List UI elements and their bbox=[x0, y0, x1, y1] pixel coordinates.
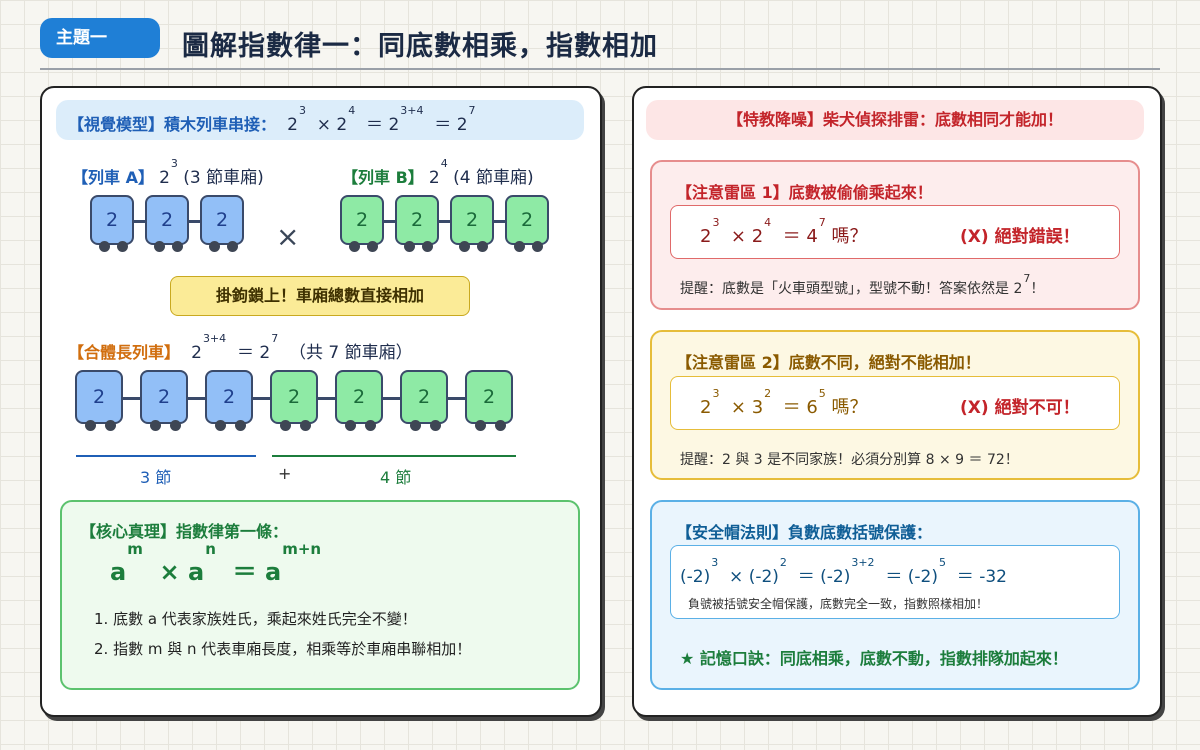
wheel-icon bbox=[104, 420, 116, 431]
car-coupler bbox=[134, 220, 145, 223]
visual-model-banner bbox=[56, 100, 584, 140]
wheel-icon bbox=[172, 241, 184, 252]
wheel-icon bbox=[513, 241, 525, 252]
topic-tag: 主題一 bbox=[40, 18, 160, 58]
trap-1-title: 【注意雷區 1】底數被偷偷乘起來！ bbox=[676, 183, 933, 202]
wheel-icon bbox=[494, 420, 506, 431]
car-coupler bbox=[188, 397, 205, 400]
train-car: 2 bbox=[465, 370, 513, 424]
car-coupler bbox=[383, 397, 400, 400]
train-car: 2 bbox=[145, 195, 189, 245]
wheel-icon bbox=[532, 241, 544, 252]
wheel-icon bbox=[234, 420, 246, 431]
mnemonic: ★ 記憶口訣：同底相乘，底數不動，指數排隊加起來！ bbox=[680, 649, 1068, 668]
trap-1-tip: 提醒：底數是「火車頭型號」，型號不動！答案依然是 27！ bbox=[680, 272, 1045, 297]
core-truth-title: 【核心真理】指數律第一條： bbox=[80, 522, 289, 541]
wheel-icon bbox=[474, 420, 486, 431]
wheel-icon bbox=[367, 241, 379, 252]
train-car: 2 bbox=[75, 370, 123, 424]
train-car: 2 bbox=[90, 195, 134, 245]
brace-right-line bbox=[272, 455, 516, 457]
train-car: 2 bbox=[140, 370, 188, 424]
train-car: 2 bbox=[200, 195, 244, 245]
wheel-icon bbox=[422, 241, 434, 252]
wheel-icon bbox=[98, 241, 110, 252]
train-car: 2 bbox=[450, 195, 494, 245]
car-coupler bbox=[494, 220, 505, 223]
wheel-icon bbox=[153, 241, 165, 252]
wheel-icon bbox=[84, 420, 96, 431]
wheel-icon bbox=[409, 420, 421, 431]
trap-1-eq-box bbox=[670, 205, 1120, 259]
page-title: 圖解指數律一：同底數相乘，指數相加 bbox=[182, 31, 658, 62]
train-car: 2 bbox=[505, 195, 549, 245]
car-coupler bbox=[439, 220, 450, 223]
wheel-icon bbox=[477, 241, 489, 252]
wheel-icon bbox=[169, 420, 181, 431]
train-car: 2 bbox=[340, 195, 384, 245]
core-point-1: 1. 底數 a 代表家族姓氏，乘起來姓氏完全不變！ bbox=[94, 610, 417, 628]
wheel-icon bbox=[299, 420, 311, 431]
trap-1-verdict: (X) 絕對錯誤！ bbox=[960, 227, 1080, 247]
trap-2-tip: 提醒：2 與 3 是不同家族！必須分別算 8 × 9 ＝ 72！ bbox=[680, 452, 1019, 468]
wheel-icon bbox=[149, 420, 161, 431]
safety-title: 【安全帽法則】負數底數括號保護： bbox=[676, 523, 933, 542]
car-coupler bbox=[189, 220, 200, 223]
wheel-icon bbox=[403, 241, 415, 252]
core-truth-card bbox=[60, 500, 580, 690]
car-coupler bbox=[123, 397, 140, 400]
trap-2-title: 【注意雷區 2】底數不同，絕對不能相加！ bbox=[676, 353, 981, 372]
visual-model-text: 【視覺模型】積木列車串接： 23 × 24 ＝ 23+4 ＝ 27 bbox=[68, 104, 476, 135]
trap-2-eq-box bbox=[670, 376, 1120, 430]
safety-note: 負號被括號安全帽保護，底數完全一致，指數照樣相加！ bbox=[688, 597, 989, 611]
wheel-icon bbox=[117, 241, 129, 252]
wheel-icon bbox=[279, 420, 291, 431]
brace-left-label: 3 節 bbox=[140, 468, 172, 487]
detective-banner: 【特教降噪】柴犬偵探排雷：底數相同才能加！ bbox=[646, 100, 1144, 140]
trap-1-equation: 23 × 24 ＝ 47 嗎？ bbox=[700, 216, 868, 247]
car-coupler bbox=[448, 397, 465, 400]
safety-equation: (-2)3 × (-2)2 ＝ (-2)3+2 ＝ (-2)5 ＝ -32 bbox=[680, 556, 1007, 587]
header-divider bbox=[40, 68, 1160, 70]
wheel-icon bbox=[429, 420, 441, 431]
brace-left-line bbox=[76, 455, 256, 457]
core-point-2: 2. 指數 m 與 n 代表車廂長度，相乘等於車廂串聯相加！ bbox=[94, 640, 472, 658]
wheel-icon bbox=[214, 420, 226, 431]
trap-2-equation: 23 × 32 ＝ 65 嗎？ bbox=[700, 387, 868, 418]
train-b-label: 【列車 B】 24 (4 節車廂) bbox=[342, 157, 534, 188]
wheel-icon bbox=[344, 420, 356, 431]
train-car: 2 bbox=[335, 370, 383, 424]
trap-2-verdict: (X) 絕對不可！ bbox=[960, 398, 1080, 418]
car-coupler bbox=[253, 397, 270, 400]
brace-plus: + bbox=[278, 464, 292, 483]
train-car: 2 bbox=[205, 370, 253, 424]
brace-right-label: 4 節 bbox=[380, 468, 412, 487]
wheel-icon bbox=[364, 420, 376, 431]
wheel-icon bbox=[227, 241, 239, 252]
safety-eq-box bbox=[670, 545, 1120, 619]
train-a-label: 【列車 A】 23 (3 節車廂) bbox=[72, 157, 264, 188]
multiply-symbol: × bbox=[276, 220, 300, 253]
hook-banner: 掛鉤鎖上！車廂總數直接相加 bbox=[170, 276, 470, 316]
car-coupler bbox=[318, 397, 335, 400]
wheel-icon bbox=[458, 241, 470, 252]
train-car: 2 bbox=[400, 370, 448, 424]
train-car: 2 bbox=[270, 370, 318, 424]
car-coupler bbox=[384, 220, 395, 223]
wheel-icon bbox=[208, 241, 220, 252]
wheel-icon bbox=[348, 241, 360, 252]
core-formula: am × an ＝ am+n bbox=[110, 540, 322, 586]
train-car: 2 bbox=[395, 195, 439, 245]
combined-train-label: 【合體長列車】 23+4 ＝ 27 （共 7 節車廂） bbox=[68, 332, 413, 363]
